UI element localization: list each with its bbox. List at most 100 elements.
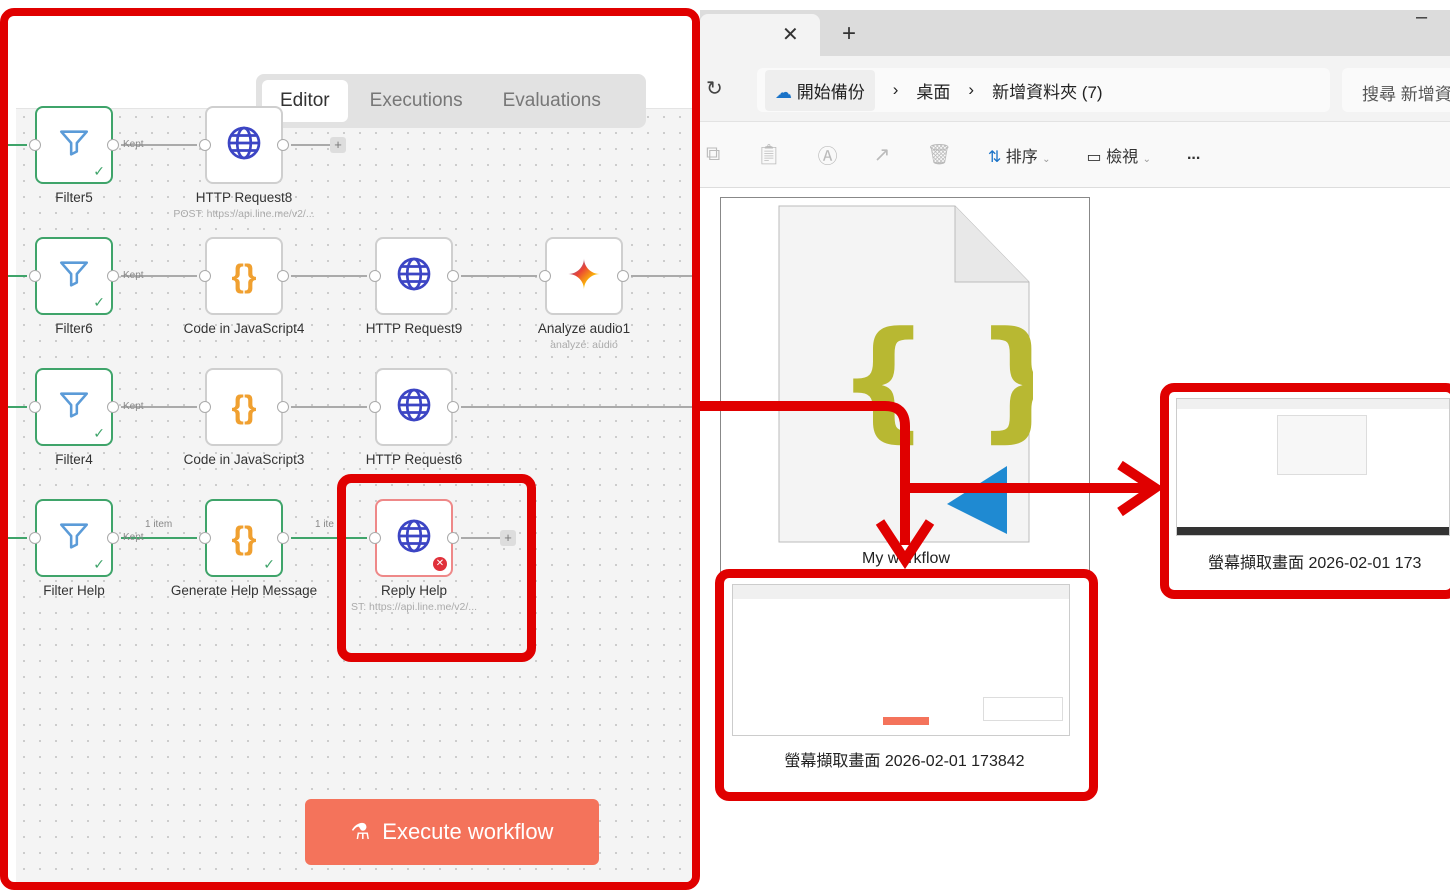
node-label: HTTP Request6 [365, 452, 463, 467]
workflow-node[interactable]: ✓ [29, 368, 119, 446]
tab-evaluations[interactable]: Evaluations [502, 90, 601, 111]
breadcrumb[interactable]: ☁ 開始備份 › 桌面 › 新增資料夾 (7) [757, 68, 1330, 112]
output-port[interactable] [617, 270, 629, 282]
check-icon: ✓ [93, 556, 105, 572]
explorer-tabstrip [700, 10, 1450, 56]
edge-label-kept: Kept [123, 401, 144, 412]
output-port[interactable] [447, 401, 459, 413]
workflow-node[interactable]: ✓ [29, 106, 119, 184]
filter-icon [57, 388, 91, 427]
rename-icon[interactable]: Ⓐ [817, 146, 838, 168]
check-icon: ✓ [93, 294, 105, 310]
share-icon[interactable]: ↗ [873, 144, 891, 166]
minimize-icon[interactable]: – [1416, 6, 1428, 28]
workflow-node[interactable]: {}✓ [199, 499, 289, 577]
input-port[interactable] [29, 139, 41, 151]
breadcrumb-backup[interactable]: ☁ 開始備份 [765, 69, 875, 111]
output-port[interactable] [277, 532, 289, 544]
node-label: Reply Help [380, 583, 448, 598]
node-label: Analyze audio1 [537, 321, 631, 336]
screenshot-thumbnail[interactable] [732, 584, 1070, 736]
error-icon: ✕ [433, 557, 447, 571]
input-port[interactable] [369, 270, 381, 282]
add-node-button[interactable]: + [330, 137, 346, 153]
edge-label-kept: Kept [123, 139, 144, 150]
input-port[interactable] [29, 401, 41, 413]
input-port[interactable] [199, 270, 211, 282]
filter-icon [57, 257, 91, 296]
output-port[interactable] [277, 401, 289, 413]
input-port[interactable] [539, 270, 551, 282]
breadcrumb-folder[interactable]: 新增資料夾 (7) [992, 82, 1103, 102]
node-label: Filter Help [43, 583, 105, 598]
filter-icon [57, 126, 91, 165]
add-node-button[interactable]: + [500, 530, 516, 546]
paste-icon[interactable]: 📋︎ [756, 144, 782, 166]
refresh-icon[interactable]: ↻ [706, 78, 723, 100]
workflow-node[interactable]: ✕ [369, 499, 459, 577]
close-tab-icon[interactable]: ✕ [782, 24, 799, 46]
node-label: HTTP Request9 [365, 321, 463, 336]
input-port[interactable] [369, 532, 381, 544]
tab-executions[interactable]: Executions [369, 90, 463, 111]
execute-workflow-button[interactable]: ⚗ Execute workflow [305, 799, 599, 865]
delete-icon[interactable]: 🗑︎ [926, 144, 952, 166]
highlight-reply-help [337, 474, 536, 662]
screenshot-thumbnail[interactable] [1176, 398, 1450, 536]
workflow-node[interactable] [369, 368, 459, 446]
output-port[interactable] [107, 401, 119, 413]
node-label: Filter4 [55, 452, 93, 467]
output-port[interactable] [447, 532, 459, 544]
output-port[interactable] [277, 270, 289, 282]
node-label: Filter5 [55, 190, 93, 205]
globe-icon [226, 125, 262, 166]
output-port[interactable] [277, 139, 289, 151]
copy-icon[interactable]: ⧉ [706, 143, 721, 165]
view-label: 檢視 [1106, 148, 1139, 166]
workflow-node[interactable] [539, 237, 629, 315]
output-port[interactable] [107, 139, 119, 151]
chevron-right-icon: › [968, 80, 975, 99]
search-input[interactable]: 搜尋 新增資 [1342, 68, 1450, 112]
input-port[interactable] [199, 532, 211, 544]
gemini-icon [567, 257, 601, 296]
file-item-json[interactable]: { } My workflow [720, 197, 1090, 575]
view-button[interactable]: ▭ 檢視 ⌄ [1087, 143, 1151, 167]
input-port[interactable] [29, 532, 41, 544]
workflow-node[interactable] [199, 106, 289, 184]
execute-label: Execute workflow [382, 819, 554, 844]
edge-label-kept: Kept [123, 532, 144, 543]
check-icon: ✓ [93, 425, 105, 441]
output-port[interactable] [447, 270, 459, 282]
node-label: Filter6 [55, 321, 93, 336]
node-label: Generate Help Message [170, 583, 318, 598]
node-label: Code in JavaScript4 [183, 321, 305, 336]
node-label: Code in JavaScript3 [183, 452, 305, 467]
output-port[interactable] [107, 270, 119, 282]
cloud-icon: ☁ [775, 82, 792, 102]
explorer-tab[interactable]: ✕ [700, 14, 820, 56]
sort-icon: ⇅ [987, 148, 1002, 166]
file-name: My workflow [861, 550, 950, 567]
sort-button[interactable]: ⇅ 排序 ⌄ [988, 143, 1051, 167]
more-options-button[interactable]: ... [1186, 145, 1201, 163]
input-port[interactable] [369, 401, 381, 413]
breadcrumb-desktop[interactable]: 桌面 [916, 82, 951, 102]
json-file-icon: { } [778, 205, 1033, 543]
node-label: HTTP Request8 [195, 190, 293, 205]
code-braces-icon: {} [231, 257, 257, 294]
svg-text:{ }: { } [837, 303, 1033, 455]
workflow-node[interactable]: ✓ [29, 499, 119, 577]
edge-label-items: 1 ite [315, 519, 334, 530]
globe-icon [396, 256, 432, 297]
input-port[interactable] [199, 139, 211, 151]
new-tab-icon[interactable]: + [842, 20, 857, 47]
workflow-node[interactable] [369, 237, 459, 315]
input-port[interactable] [199, 401, 211, 413]
workflow-node[interactable]: ✓ [29, 237, 119, 315]
output-port[interactable] [107, 532, 119, 544]
check-icon: ✓ [93, 163, 105, 179]
input-port[interactable] [29, 270, 41, 282]
workflow-node[interactable]: {} [199, 368, 289, 446]
workflow-node[interactable]: {} [199, 237, 289, 315]
